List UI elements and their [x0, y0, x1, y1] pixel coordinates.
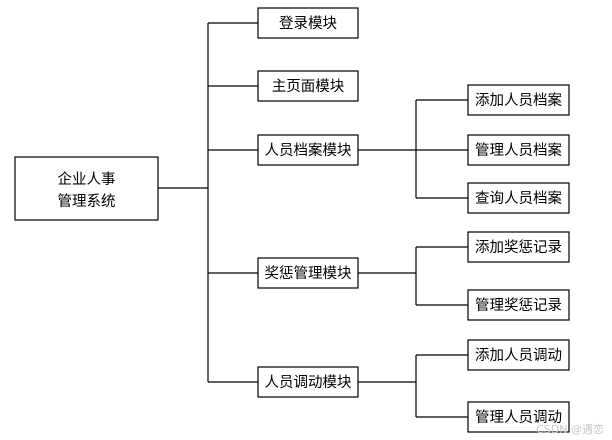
leaf-node-add-reward-record-label: 添加奖惩记录 [475, 239, 562, 256]
watermark-text: CSDN @遇恋 [536, 422, 604, 436]
root-node-label-line-2: 管理系统 [58, 193, 116, 210]
root-node-label-line-1: 企业人事 [58, 170, 116, 188]
leaf-node-manage-reward-record-box [467, 289, 570, 321]
leaf-node-add-personnel-record: 添加人员档案 [467, 84, 570, 116]
leaf-node-manage-personnel-record: 管理人员档案 [467, 134, 570, 166]
module-node-personnel-records: 人员档案模块 [257, 134, 359, 166]
module-node-transfers-label: 人员调动模块 [265, 374, 352, 391]
leaf-node-query-personnel-record-box [467, 182, 570, 214]
root-node-box [14, 156, 159, 221]
leaf-node-manage-personnel-record-box [467, 134, 570, 166]
leaf-node-manage-reward-record: 管理奖惩记录 [467, 289, 570, 321]
module-node-login-box [257, 7, 359, 39]
leaf-node-add-transfer: 添加人员调动 [467, 339, 570, 371]
module-node-transfers: 人员调动模块 [257, 366, 359, 398]
module-node-login: 登录模块 [257, 7, 359, 39]
leaf-node-query-personnel-record-label: 查询人员档案 [475, 189, 562, 207]
module-node-rewards-penalties-label: 奖惩管理模块 [265, 265, 352, 282]
module-node-homepage-box [257, 70, 359, 102]
module-node-transfers-box [257, 366, 359, 398]
module-node-homepage: 主页面模块 [257, 70, 359, 102]
leaf-node-add-transfer-box [467, 339, 570, 371]
leaf-node-manage-transfer-label: 管理人员调动 [475, 409, 562, 426]
leaf-node-add-transfer-label: 添加人员调动 [475, 347, 562, 364]
leaf-node-add-reward-record-box [467, 231, 570, 263]
leaf-node-manage-transfer-box [467, 401, 570, 433]
module-node-personnel-records-box [257, 134, 359, 166]
leaf-node-add-personnel-record-box [467, 84, 570, 116]
module-node-homepage-label: 主页面模块 [272, 78, 345, 95]
leaf-node-query-personnel-record: 查询人员档案 [467, 182, 570, 214]
leaf-node-add-reward-record: 添加奖惩记录 [467, 231, 570, 263]
module-node-rewards-penalties: 奖惩管理模块 [257, 257, 359, 289]
module-node-rewards-penalties-box [257, 257, 359, 289]
leaf-node-manage-personnel-record-label: 管理人员档案 [475, 141, 562, 159]
leaf-node-add-personnel-record-label: 添加人员档案 [475, 91, 562, 109]
module-node-personnel-records-label: 人员档案模块 [265, 141, 352, 159]
leaf-node-manage-transfer: 管理人员调动 [467, 401, 570, 433]
root-node: 企业人事 管理系统 [14, 156, 159, 221]
edges-layer [158, 22, 468, 418]
leaf-node-manage-reward-record-label: 管理奖惩记录 [475, 297, 562, 314]
module-node-login-label: 登录模块 [279, 15, 337, 32]
